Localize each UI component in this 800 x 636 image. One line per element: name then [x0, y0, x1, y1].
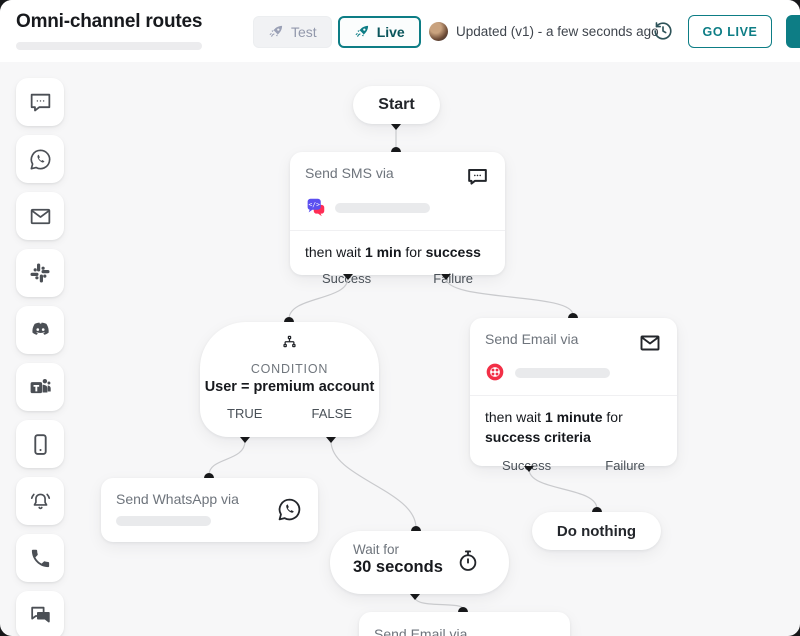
condition-true-branch[interactable]: TRUE — [227, 406, 263, 421]
node-condition[interactable]: CONDITION User = premium account TRUE FA… — [200, 322, 379, 437]
sidebar-item-teams[interactable] — [16, 363, 64, 411]
node-send-whatsapp[interactable]: Send WhatsApp via — [101, 478, 318, 542]
slack-icon — [28, 261, 52, 285]
node-send-email-bottom[interactable]: Send Email via — [359, 612, 570, 636]
sidebar-item-whatsapp[interactable] — [16, 135, 64, 183]
condition-title: User = premium account — [204, 379, 375, 395]
sms-node-header: Send SMS via — [290, 152, 505, 230]
sms-provider-skeleton — [335, 202, 430, 213]
stopwatch-icon — [455, 548, 481, 574]
svg-text:</>: </> — [309, 201, 321, 208]
test-toggle-button[interactable]: Test — [253, 16, 332, 48]
sidebar-item-slack[interactable] — [16, 249, 64, 297]
sidebar-item-mobile-push[interactable] — [16, 420, 64, 468]
sidebar-item-discord[interactable] — [16, 306, 64, 354]
email-provider-skeleton — [515, 367, 610, 378]
sidebar-item-email[interactable] — [16, 192, 64, 240]
whatsapp-node-title: Send WhatsApp via — [116, 491, 239, 507]
whatsapp-icon — [276, 496, 303, 523]
email-node-title: Send Email via — [485, 331, 579, 347]
rocket-icon — [354, 24, 370, 40]
save-button[interactable]: SAVE — [786, 15, 800, 48]
sidebar-item-in-app[interactable] — [16, 477, 64, 525]
whatsapp-icon — [28, 147, 53, 172]
condition-kicker: CONDITION — [250, 362, 329, 376]
node-send-sms[interactable]: Send SMS via — [290, 152, 505, 286]
sidebar-item-chat[interactable] — [16, 591, 64, 636]
title-skeleton-bar — [16, 42, 202, 50]
do-nothing-label: Do nothing — [556, 522, 637, 540]
node-wait[interactable]: Wait for 30 seconds — [330, 531, 509, 594]
email-bottom-title: Send Email via — [374, 626, 468, 636]
live-toggle-button[interactable]: Live — [337, 16, 421, 48]
teams-icon — [28, 375, 53, 400]
wait-prefix: Wait for — [353, 542, 400, 557]
sidebar-item-sms[interactable] — [16, 78, 64, 126]
env-toggle: Test Live — [253, 16, 421, 48]
sidebar-item-call[interactable] — [16, 534, 64, 582]
discord-icon — [28, 318, 53, 343]
email-icon — [28, 204, 53, 229]
version-status: Updated (v1) - a few seconds ago — [456, 24, 659, 39]
email-success-branch[interactable]: Success — [502, 457, 552, 473]
whatsapp-provider-skeleton — [116, 516, 211, 526]
chat-icon — [28, 603, 53, 628]
node-start[interactable]: Start — [353, 86, 440, 124]
node-do-nothing[interactable]: Do nothing — [532, 512, 661, 550]
title-block: Omni-channel routes — [16, 11, 202, 50]
bell-icon — [28, 489, 53, 514]
message-square-icon — [465, 165, 490, 190]
live-toggle-label: Live — [376, 24, 405, 40]
node-send-email[interactable]: Send Email via — [470, 318, 677, 473]
sms-failure-branch[interactable]: Failure — [433, 271, 473, 287]
start-label: Start — [378, 96, 415, 113]
go-live-button[interactable]: GO LIVE — [688, 15, 772, 48]
channel-sidebar — [16, 78, 64, 636]
wait-duration: 30 seconds — [353, 558, 443, 576]
sms-icon — [28, 90, 53, 115]
sms-provider-icon: </> — [305, 197, 326, 218]
email-failure-branch[interactable]: Failure — [605, 457, 645, 473]
header: Omni-channel routes Test — [0, 0, 800, 62]
branch-hierarchy-icon — [280, 335, 299, 352]
test-toggle-label: Test — [291, 24, 317, 40]
email-node-header: Send Email via — [470, 318, 677, 395]
sms-node-title: Send SMS via — [305, 165, 394, 181]
call-icon — [29, 547, 52, 570]
page-title: Omni-channel routes — [16, 11, 203, 32]
version-history-icon[interactable] — [652, 20, 674, 42]
sms-success-branch[interactable]: Success — [322, 271, 372, 287]
sms-wait-text: then wait 1 min for success — [290, 230, 505, 262]
mobile-push-icon — [28, 432, 53, 457]
condition-false-branch[interactable]: FALSE — [311, 406, 352, 421]
email-wait-text: then wait 1 minute for success criteria — [470, 395, 677, 448]
twilio-icon — [485, 362, 506, 383]
rocket-icon — [268, 24, 284, 40]
envelope-icon — [638, 331, 662, 355]
user-avatar[interactable] — [429, 22, 448, 41]
